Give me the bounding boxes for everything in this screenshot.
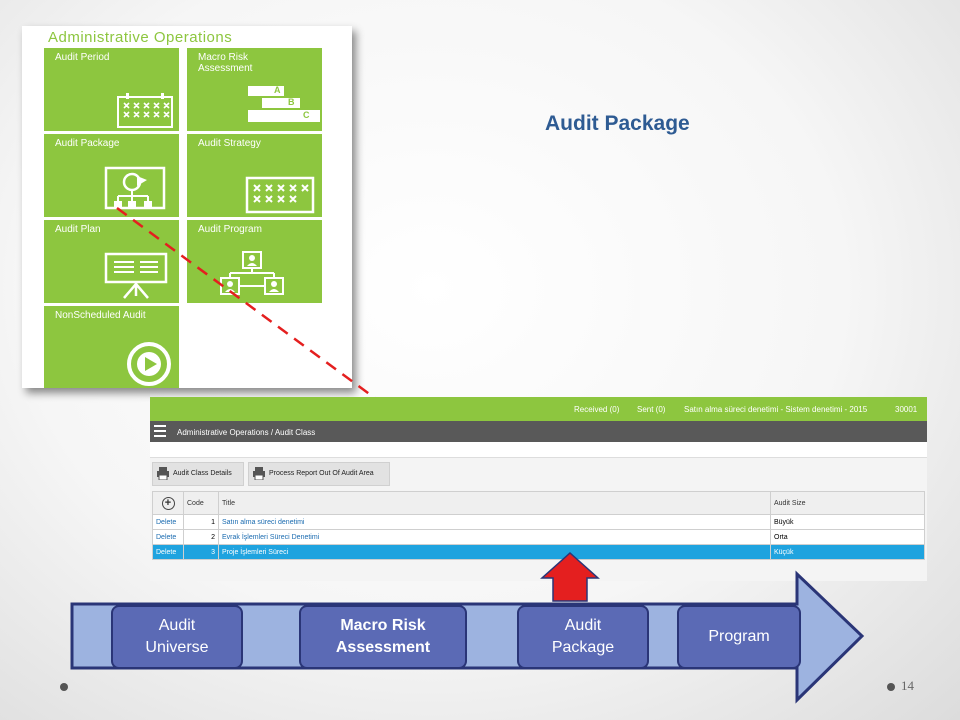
cell-title[interactable]: Proje İşlemleri Süreci [218,544,771,560]
plus-icon: + [161,496,175,510]
app-top-bar: Received (0) Sent (0) Satın alma süreci … [150,397,927,421]
add-row-button[interactable]: + [152,491,184,515]
audit-class-details-button[interactable]: Audit Class Details [152,462,244,486]
page-number: 14 [901,678,914,693]
presentation-board-icon [104,252,168,299]
abc-letter-b: B [288,97,295,107]
cell-code: 3 [183,544,219,560]
tile-audit-strategy[interactable]: Audit Strategy [187,134,322,217]
printer-icon [157,467,169,480]
tile-label: Macro Risk Assessment [198,52,253,74]
abc-letter-a: A [274,85,281,95]
step-audit-universe: Audit Universe [111,605,243,669]
tile-macro-risk-assessment[interactable]: Macro Risk Assessment A B C [187,48,322,131]
red-up-arrow-icon [540,551,600,602]
cell-audit-size: Küçük [770,544,925,560]
footer-dot-left [60,683,68,691]
admin-operations-tile-menu: Administrative Operations Audit Period M… [22,26,352,388]
footer-dot-right [887,683,895,691]
tile-audit-program[interactable]: Audit Program [187,220,322,303]
tile-label: Audit Strategy [198,138,261,149]
column-header-audit-size[interactable]: Audit Size [770,491,925,515]
context-code: 30001 [895,405,918,414]
column-header-code[interactable]: Code [183,491,219,515]
abc-letter-c: C [303,110,310,120]
play-circle-icon [127,342,171,386]
tile-label: NonScheduled Audit [55,310,146,321]
hamburger-icon[interactable] [154,425,166,438]
app-nav-bar: Administrative Operations / Audit Class [150,421,927,442]
calendar-icon [117,93,173,128]
context-label: Satın alma süreci denetimi - Sistem dene… [684,405,868,414]
column-header-title[interactable]: Title [218,491,771,515]
tile-audit-plan[interactable]: Audit Plan [44,220,179,303]
tile-nonscheduled-audit[interactable]: NonScheduled Audit [44,306,179,388]
tile-menu-title: Administrative Operations [48,29,233,46]
tile-audit-package[interactable]: Audit Package [44,134,179,217]
app-subheader [150,442,927,458]
printer-icon [253,467,265,480]
package-flowchart-icon [104,166,166,210]
breadcrumb: Administrative Operations / Audit Class [177,428,316,437]
calendar-icon [245,176,315,214]
button-label: Process Report Out Of Audit Area [269,470,374,477]
app-toolbar: Audit Class Details Process Report Out O… [150,459,927,487]
page-title: Audit Package [545,112,690,135]
tile-audit-period[interactable]: Audit Period [44,48,179,131]
process-report-button[interactable]: Process Report Out Of Audit Area [248,462,390,486]
tile-label: Audit Program [198,224,262,235]
button-label: Audit Class Details [173,470,232,477]
sent-link[interactable]: Sent (0) [637,405,666,414]
step-macro-risk-assessment: Macro Risk Assessment [299,605,467,669]
step-audit-package: Audit Package [517,605,649,669]
tile-label: Audit Package [55,138,120,149]
tile-label: Audit Plan [55,224,101,235]
step-program: Program [677,605,801,669]
tile-label: Audit Period [55,52,110,63]
received-link[interactable]: Received (0) [574,405,620,414]
abc-steps-icon [248,86,320,122]
audit-class-app-window: Received (0) Sent (0) Satın alma süreci … [150,397,927,581]
delete-link[interactable]: Delete [152,544,184,560]
